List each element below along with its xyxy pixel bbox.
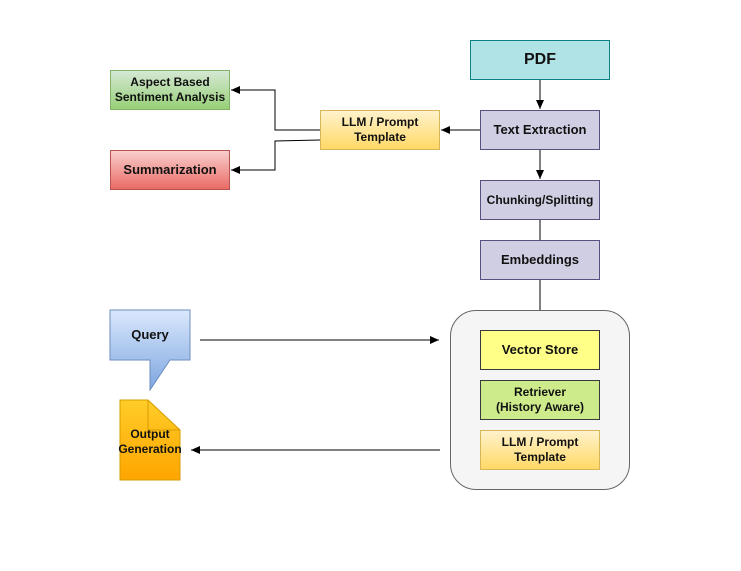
text-extraction-node[interactable]: Text Extraction (480, 110, 600, 150)
embeddings-label: Embeddings (500, 251, 579, 267)
text-extraction-label: Text Extraction (493, 121, 587, 137)
edge-llm-to-summarization (231, 139, 321, 174)
summarization-node[interactable]: Summarization (110, 150, 230, 190)
llm-prompt-line-1: LLM / Prompt (341, 115, 419, 129)
output-generation-node[interactable]: Output Generation (112, 422, 188, 462)
pdf-label: PDF (524, 51, 556, 68)
aspect-sentiment-line-1: Aspect Based (130, 75, 210, 89)
chunking-node[interactable]: Chunking/Splitting (480, 180, 600, 220)
output-document-shape (119, 399, 181, 481)
output-line-1: Output (130, 427, 170, 441)
aspect-sentiment-line-2: Sentiment Analysis (114, 90, 226, 104)
chunking-label: Chunking/Splitting (486, 192, 594, 207)
query-label: Query (131, 326, 169, 342)
llm-inner-line-2: Template (514, 450, 566, 464)
aspect-sentiment-node[interactable]: Aspect Based Sentiment Analysis (110, 70, 230, 110)
llm-prompt-line-2: Template (354, 130, 406, 144)
pdf-node[interactable]: PDF (470, 40, 610, 80)
vector-store-node[interactable]: Vector Store (480, 330, 600, 370)
output-line-2: Generation (118, 442, 182, 456)
query-node[interactable]: Query (110, 315, 190, 355)
embeddings-node[interactable]: Embeddings (480, 240, 600, 280)
query-callout-shape (109, 309, 191, 392)
edge-llm-to-aspect-sentiment (231, 86, 320, 131)
llm-prompt-template-node[interactable]: LLM / Prompt Template (320, 110, 440, 150)
summarization-label: Summarization (123, 161, 217, 177)
retriever-line-2: (History Aware) (495, 400, 585, 414)
output-document-fold (147, 400, 180, 431)
retriever-line-1: Retriever (513, 385, 567, 399)
llm-inner-line-1: LLM / Prompt (501, 435, 579, 449)
retriever-node[interactable]: Retriever (History Aware) (480, 380, 600, 420)
llm-prompt-template-inner-node[interactable]: LLM / Prompt Template (480, 430, 600, 470)
vector-store-label: Vector Store (501, 341, 579, 357)
